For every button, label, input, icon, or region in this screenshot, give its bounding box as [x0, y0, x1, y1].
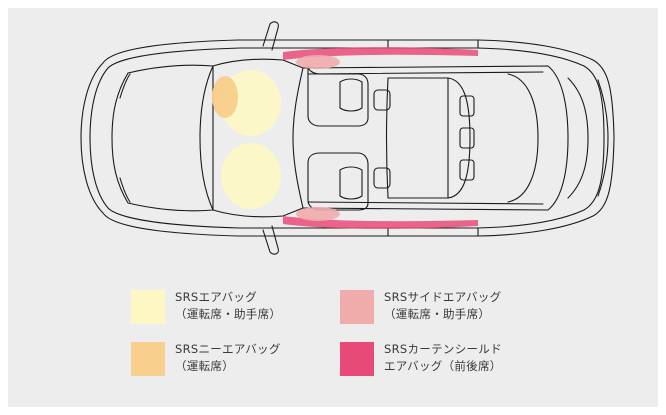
knee-airbag: [212, 76, 238, 118]
curtain-airbag-swatch: [340, 342, 374, 376]
driver-seat: [307, 152, 369, 211]
side-airbag-label: SRSサイドエアバッグ: [384, 290, 502, 304]
knee-airbag-sublabel: （運転席）: [175, 359, 234, 373]
curtain-airbag-label: SRSカーテンシールド: [384, 342, 502, 356]
side-airbag-bottom: [296, 207, 340, 221]
rear-seat: [385, 77, 449, 199]
side-airbag-top: [296, 55, 340, 69]
front-airbag-swatch: [131, 290, 165, 324]
side-airbag-sublabel: （運転席・助手席）: [384, 307, 491, 321]
front-airbag-sublabel: （運転席・助手席）: [175, 307, 282, 321]
diagram-panel: SRSエアバッグ （運転席・助手席） SRSニーエアバッグ （運転席） SRSサ…: [8, 8, 658, 407]
right-mirror: [262, 225, 279, 255]
front-airbag-driver: [221, 143, 281, 209]
airbag-overlays: [212, 47, 478, 229]
knee-airbag-label: SRSニーエアバッグ: [175, 342, 281, 356]
car-top-view: [80, 21, 615, 255]
passenger-seat: [307, 65, 369, 127]
curtain-airbag-top: [283, 47, 478, 60]
left-mirror: [262, 21, 279, 51]
side-airbag-swatch: [340, 290, 374, 324]
curtain-airbag-bottom: [283, 216, 478, 229]
car-body-outline: [80, 39, 615, 237]
front-airbag-label: SRSエアバッグ: [175, 290, 258, 304]
curtain-airbag-sublabel: エアバッグ（前後席）: [384, 359, 502, 373]
knee-airbag-swatch: [131, 342, 165, 376]
